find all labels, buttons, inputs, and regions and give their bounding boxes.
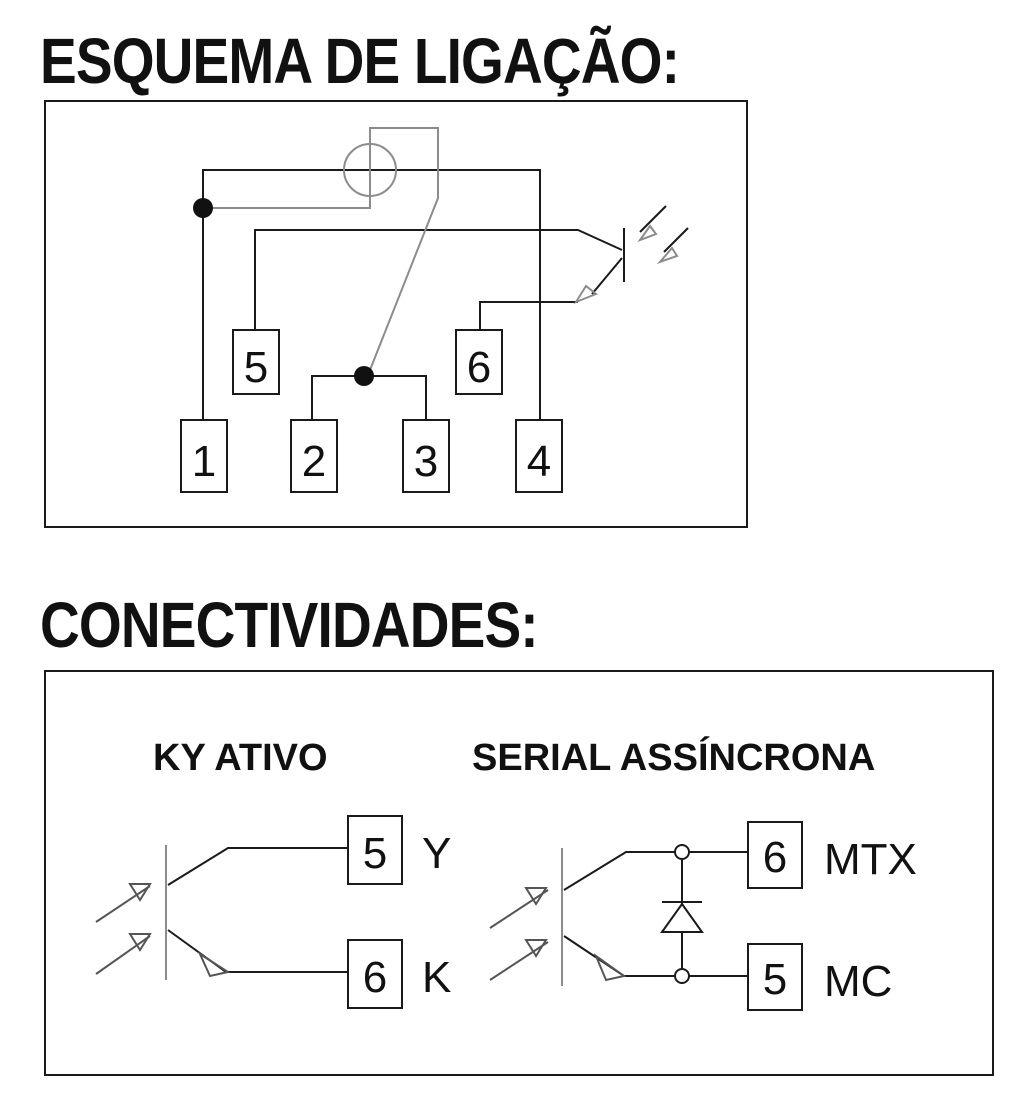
- terminal-5-label: 5: [244, 343, 268, 392]
- serial-signal-mc: MC: [824, 957, 892, 1006]
- serial-async-title: SERIAL ASSÍNCRONA: [472, 735, 875, 779]
- terminal-1-label: 1: [192, 437, 216, 486]
- serial-signal-mtx: MTX: [824, 835, 917, 884]
- junction-dots: [193, 198, 374, 386]
- terminal-3-label: 3: [414, 437, 438, 486]
- terminal-boxes: [180, 329, 563, 493]
- ky-pin-5-label: 5: [363, 829, 387, 878]
- ky-active-circuit: [95, 845, 348, 980]
- terminal-4-label: 4: [527, 437, 551, 486]
- ky-active-title: KY ATIVO: [153, 737, 328, 779]
- connectivity-title: CONECTIVIDADES:: [40, 589, 539, 661]
- ky-signal-k: K: [422, 953, 451, 1002]
- ky-signal-y: Y: [422, 829, 451, 878]
- connectivity-panel: [44, 670, 994, 1076]
- serial-pin-5-label: 5: [763, 955, 787, 1004]
- terminal-2-label: 2: [302, 437, 326, 486]
- serial-async-circuit: [489, 844, 748, 986]
- ky-pin-6-label: 6: [363, 953, 387, 1002]
- wiring-secondary-lines: [203, 127, 679, 371]
- wiring-diagram-title: ESQUEMA DE LIGAÇÃO:: [40, 25, 680, 97]
- ky-active-pin-boxes: [347, 815, 403, 1009]
- terminal-6-label: 6: [467, 343, 491, 392]
- serial-pin-boxes: [747, 821, 803, 1011]
- serial-pin-6-label: 6: [763, 833, 787, 882]
